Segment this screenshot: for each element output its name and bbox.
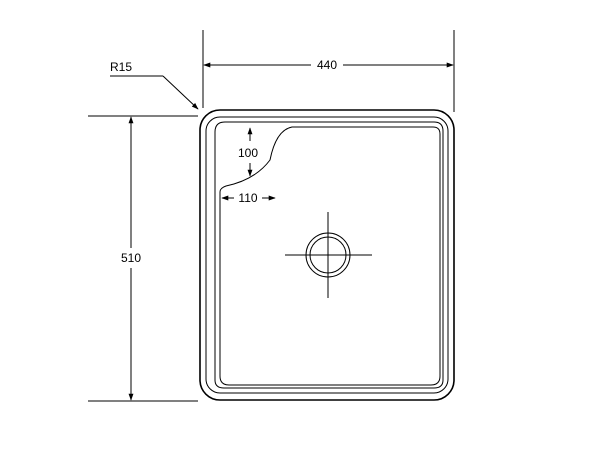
- radius-leader-diagonal: [162, 75, 199, 110]
- sink-rim-outline: [205, 116, 449, 394]
- height-label: 510: [121, 251, 141, 265]
- sink-bowl-inner-outline: [214, 121, 444, 389]
- radius-label: R15: [110, 60, 132, 74]
- corner-height-label: 100: [238, 146, 258, 160]
- width-label: 440: [317, 58, 337, 72]
- sink-outer-outline: [199, 109, 455, 401]
- corner-width-label: 110: [238, 191, 257, 205]
- sink-bowl-outline: [219, 126, 441, 386]
